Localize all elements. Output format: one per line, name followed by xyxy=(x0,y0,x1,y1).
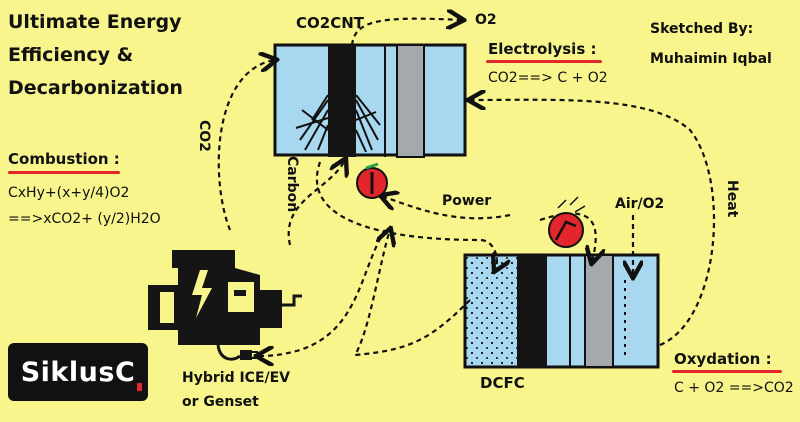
heat-label: Heat xyxy=(724,180,740,218)
power-label: Power xyxy=(442,193,492,209)
anode-electrode xyxy=(396,44,425,158)
electrolysis-cell-body xyxy=(273,43,467,157)
logo-text: SiklusC xyxy=(20,356,136,388)
author-line-2: Muhaimin Iqbal xyxy=(650,51,772,67)
oxydation-underline xyxy=(672,370,782,373)
electrolysis-equation: CO2==> C + O2 xyxy=(488,70,608,86)
dcfc-cathode xyxy=(584,254,614,368)
electrolysis-cell xyxy=(273,43,467,158)
combustion-equation-line-2: ==>xCO2+ (y/2)H2O xyxy=(8,211,161,227)
cathode-electrode xyxy=(328,45,356,157)
title-line-1: Ultimate Energy xyxy=(8,11,182,33)
carbon-label: Carbon xyxy=(284,156,300,213)
carbon-nanotube-growth xyxy=(295,94,381,153)
oxydation-heading: Oxydation : xyxy=(674,350,772,368)
combustion-underline xyxy=(8,171,120,174)
combustion-equation-line-1: CxHy+(x+y/4)O2 xyxy=(8,185,130,201)
fuel-cell xyxy=(463,253,660,369)
carbon-to-dcfc-arrow xyxy=(315,161,497,270)
combustion-heading: Combustion : xyxy=(8,150,120,168)
carbon-fuel-chamber xyxy=(465,255,517,367)
flow-arrows xyxy=(217,19,716,357)
siklusc-logo: SiklusC xyxy=(8,343,148,401)
heat-arrow xyxy=(470,100,716,347)
dcfc-anode xyxy=(517,255,547,367)
dcfc-to-engine-arrow xyxy=(352,230,471,357)
air-o2-label: Air/O2 xyxy=(615,196,665,212)
engine-caption-line-1: Hybrid ICE/EV xyxy=(182,370,291,386)
power-source-symbol xyxy=(356,162,388,199)
carbon-feed-arrow xyxy=(287,160,345,246)
engine-caption-line-2: or Genset xyxy=(182,394,259,410)
title-line-2: Efficiency & xyxy=(8,44,134,66)
co2-return-arrow xyxy=(217,60,275,231)
electrolysis-underline xyxy=(486,60,602,63)
o2-arrow xyxy=(350,19,462,46)
engine-power-arrow xyxy=(258,229,386,356)
author-line-1: Sketched By: xyxy=(650,21,754,37)
title-line-3: Decarbonization xyxy=(8,77,183,99)
o2-output-label: O2 xyxy=(475,12,497,28)
co2-label: CO2 xyxy=(196,120,212,152)
logo-accent xyxy=(137,383,142,391)
fuel-cell-name: DCFC xyxy=(480,374,525,392)
electrolysis-heading: Electrolysis : xyxy=(488,40,597,58)
engine-icon xyxy=(148,250,302,361)
power-to-electrolysis-arrow xyxy=(382,196,511,220)
power-load-symbol xyxy=(548,196,586,248)
electrolysis-cell-name: CO2CNT xyxy=(296,14,364,32)
combustion-equation: CxHy+(x+y/4)O2 ==>xCO2+ (y/2)H2O xyxy=(8,180,161,232)
author-credit: Sketched By: Muhaimin Iqbal xyxy=(650,14,772,74)
engine-caption: Hybrid ICE/EV or Genset xyxy=(182,366,290,414)
oxydation-equation: C + O2 ==>CO2 xyxy=(674,380,794,396)
page-title: Ultimate Energy Efficiency & Decarboniza… xyxy=(8,6,183,105)
